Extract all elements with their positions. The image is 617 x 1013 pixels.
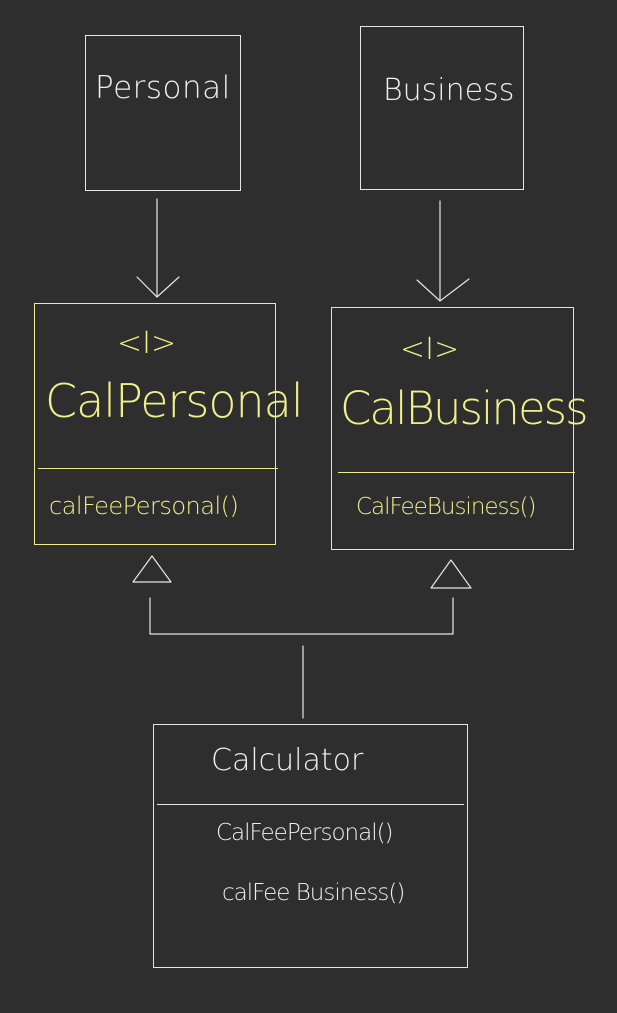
arrow-business-to-calbusiness (416, 200, 470, 302)
calbusiness-interface-box: <I> CalBusiness CalFeeBusiness() (331, 307, 589, 550)
personal-class-name: Personal (95, 70, 231, 106)
arrow-personal-to-calpersonal (136, 198, 180, 298)
realization-triangle-calpersonal (132, 555, 172, 583)
business-class-box: Business (360, 26, 524, 190)
calculator-class-name: Calculator (211, 743, 364, 778)
personal-class-box: Personal (85, 35, 241, 191)
calculator-class-box: Calculator CalFeePersonal() calFee Busin… (153, 724, 468, 968)
calbusiness-method: CalFeeBusiness() (356, 494, 536, 520)
calpersonal-divider (38, 468, 278, 469)
business-class-name: Business (383, 73, 515, 108)
calpersonal-interface-box: <I> CalPersonal calFeePersonal() (34, 303, 304, 545)
calculator-method: CalFeePersonal() (216, 820, 394, 846)
calpersonal-stereotype: <I> (117, 326, 177, 361)
calbusiness-interface-name: CalBusiness (340, 382, 589, 435)
realization-connector-lines (149, 597, 454, 719)
calculator-divider (157, 804, 464, 805)
calculator-method: calFee Business() (222, 880, 405, 906)
calbusiness-stereotype: <I> (400, 332, 460, 367)
realization-triangle-calbusiness (430, 559, 472, 589)
calpersonal-method: calFeePersonal() (49, 492, 239, 520)
calpersonal-interface-name: CalPersonal (45, 374, 304, 428)
calbusiness-divider (338, 472, 575, 473)
